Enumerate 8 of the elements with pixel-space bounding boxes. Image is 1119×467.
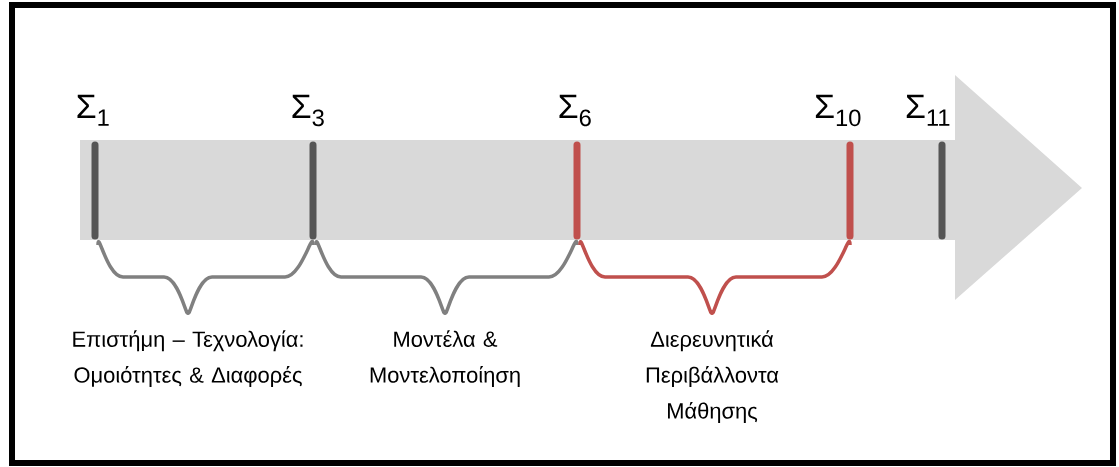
milestone-label: Σ$_{11}$	[906, 94, 950, 126]
milestone-label: Σ$_{3}$	[292, 94, 324, 127]
phase-label: Επιστήμη – Τεχνολογία: Ομοιότητες & Διαφορές	[73, 330, 303, 388]
milestone-label: Σ$_{1}$	[77, 94, 109, 126]
phase-label: Μοντέλα & Μοντελοποίηση	[370, 330, 520, 388]
milestone-label: Σ$_{6}$	[559, 94, 591, 127]
milestone-label: Σ$_{10}$	[815, 94, 861, 127]
phase-label: Διερευνητικά Περιβάλλοντα Μάθησης	[646, 330, 779, 423]
